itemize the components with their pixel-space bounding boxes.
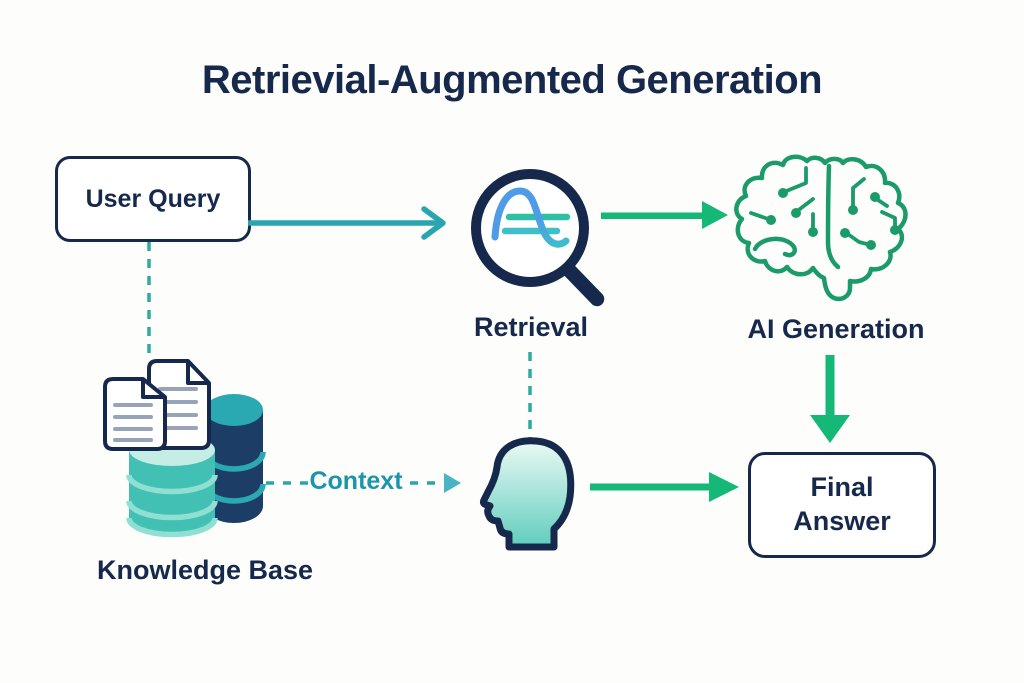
dashed-line-retrieval-to-human (528, 352, 532, 440)
brain-circuit-icon (734, 154, 908, 302)
dashed-line-user-query-to-knowledge-base (147, 242, 151, 360)
context-label: Context (309, 467, 403, 495)
arrow-user-query-to-retrieval (248, 206, 446, 240)
magnifier-icon (471, 169, 605, 307)
context-dash-left (266, 481, 308, 485)
final-answer-label: Final Answer (793, 472, 891, 536)
arrow-retrieval-to-ai-generation (601, 201, 728, 229)
page-title: Retrievial-Augmented Generation (201, 58, 823, 102)
context-dash-arrow (410, 473, 461, 493)
arrow-ai-generation-to-final-answer (810, 355, 850, 443)
bell-curve-glyph (491, 187, 570, 248)
human-head-icon (479, 437, 575, 551)
database-cylinder-navy (202, 394, 266, 523)
final-answer-box: Final Answer (748, 452, 936, 558)
document-icon-front (103, 377, 167, 451)
arrow-human-to-final-answer (590, 472, 739, 502)
magnifier-handle (560, 261, 605, 307)
ai-generation-label: AI Generation (747, 314, 925, 344)
retrieval-label: Retrieval (473, 312, 589, 342)
user-query-box: User Query (55, 156, 251, 242)
user-query-label: User Query (85, 184, 221, 213)
knowledge-base-label: Knowledge Base (96, 555, 314, 585)
